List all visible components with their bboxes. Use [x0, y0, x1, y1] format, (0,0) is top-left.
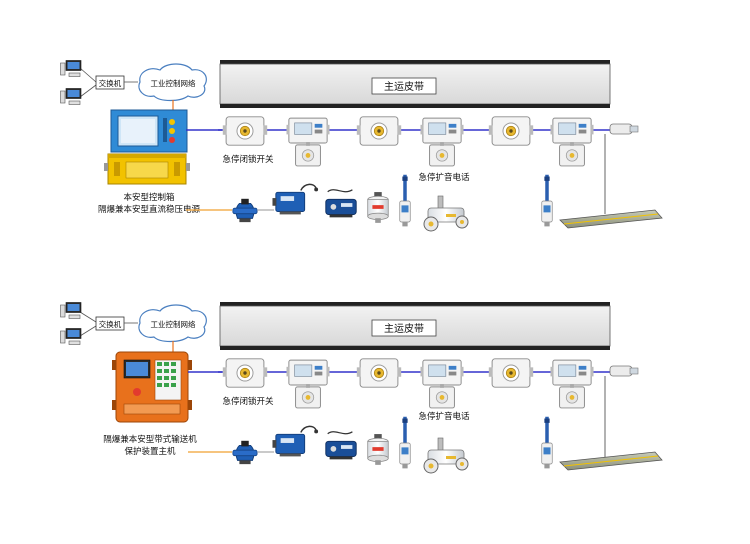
top-controller-label-2: 隔爆兼本安型直流稳压电源 — [98, 204, 201, 215]
speaker-phone-icon — [550, 359, 594, 409]
top-diagram: 交换机 工业控制网络 本安型控制箱 隔爆兼本安 — [60, 60, 663, 232]
top-switch-label: 交换机 — [99, 78, 122, 88]
emergency-stop-switch-icon — [488, 116, 534, 146]
smoke-sensor-icon — [367, 191, 389, 224]
bottom-belt: 主运皮带 — [219, 302, 611, 350]
bottom-tail-sensor — [609, 365, 639, 377]
sprinkler-probe-icon — [541, 174, 553, 227]
top-belt-label-box — [371, 77, 437, 95]
top-belt: 主运皮带 — [219, 60, 611, 108]
top-control-box — [110, 109, 222, 153]
speaker-phone-icon — [286, 359, 330, 409]
tear-sensor-icon — [325, 431, 357, 460]
speaker-phone-icon — [420, 359, 464, 409]
bottom-estop-switch-label: 急停闭锁开关 — [222, 396, 274, 407]
bottom-network-label: 工业控制网络 — [151, 319, 196, 329]
speaker-phone-icon — [420, 117, 464, 167]
top-switch-box — [95, 75, 125, 90]
bottom-host-cabinet — [112, 351, 222, 423]
computer-icon — [60, 88, 82, 105]
temperature-probe-icon — [399, 416, 411, 469]
emergency-stop-switch-icon — [356, 116, 402, 146]
top-estop-switch-label: 急停闭锁开关 — [222, 154, 274, 165]
emergency-stop-switch-icon — [222, 358, 268, 388]
speed-sensor-icon — [423, 195, 469, 232]
computer-icon — [60, 60, 82, 77]
bottom-network-cloud — [138, 304, 207, 343]
speaker-phone-icon — [286, 117, 330, 167]
bottom-diagram: 交换机 工业控制网络 隔爆兼本安型带式输送 — [60, 302, 663, 474]
pressure-sensor-icon — [232, 440, 258, 465]
computer-icon — [60, 302, 82, 319]
top-network-cloud — [138, 63, 207, 102]
bottom-switch-label: 交换机 — [99, 319, 122, 329]
emergency-stop-switch-icon — [488, 358, 534, 388]
sprinkler-probe-icon — [541, 416, 553, 469]
bottom-host-label-2: 保护装置主机 — [124, 446, 176, 457]
bottom-estop-phone-label: 急停扩音电话 — [418, 411, 470, 422]
pressure-sensor-icon — [232, 198, 258, 223]
top-belt-label: 主运皮带 — [384, 80, 424, 93]
top-network-label: 工业控制网络 — [151, 78, 196, 88]
top-power-supply — [104, 153, 190, 185]
tear-sensor-icon — [325, 189, 357, 218]
smoke-sensor-icon — [367, 433, 389, 466]
top-tail-sensor — [609, 123, 639, 135]
speaker-phone-icon — [550, 117, 594, 167]
bottom-switch-box — [95, 316, 125, 331]
bottom-tray-device — [559, 451, 663, 471]
temperature-probe-icon — [399, 174, 411, 227]
top-controller-label-1: 本安型控制箱 — [123, 192, 175, 203]
emergency-stop-switch-icon — [222, 116, 268, 146]
speed-sensor-icon — [423, 437, 469, 474]
bottom-belt-label-box — [371, 319, 437, 337]
bottom-belt-label: 主运皮带 — [384, 322, 424, 335]
emergency-stop-switch-icon — [356, 358, 402, 388]
bottom-network-group: 交换机 工业控制网络 — [60, 302, 207, 354]
top-estop-phone-label: 急停扩音电话 — [418, 172, 470, 183]
top-tray-device — [559, 209, 663, 229]
bottom-host-label-1: 隔爆兼本安型带式输送机 — [103, 434, 197, 445]
computer-icon — [60, 328, 82, 345]
alarm-box-icon — [272, 425, 319, 458]
alarm-box-icon — [272, 183, 319, 216]
top-network-group: 交换机 工业控制网络 — [60, 60, 207, 112]
